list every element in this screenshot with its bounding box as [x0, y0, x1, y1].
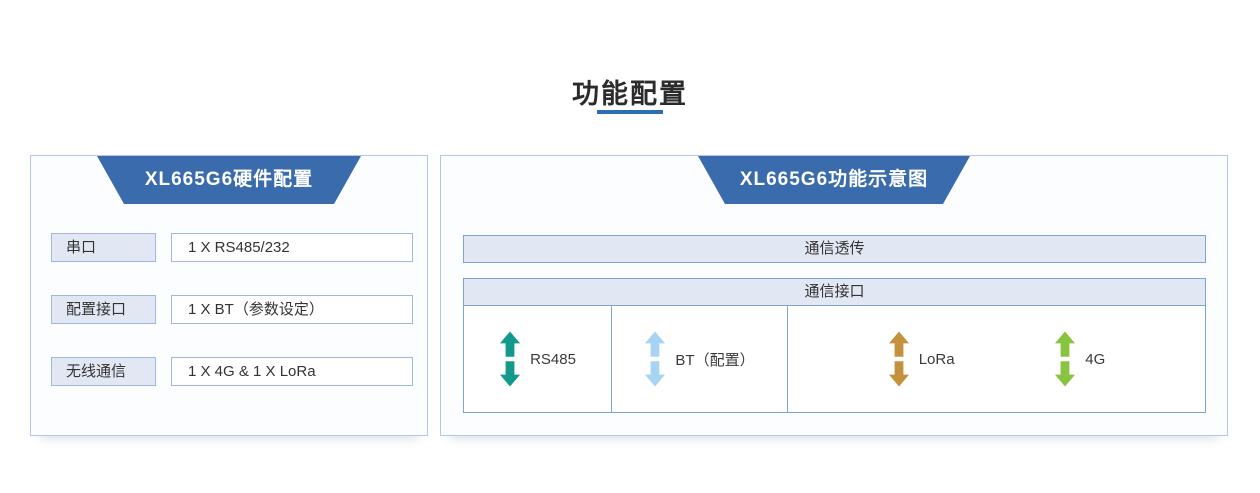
row-label-serial-port: 串口	[51, 233, 156, 262]
interface-label-rs485: RS485	[530, 350, 576, 368]
interface-section-title: 通信接口	[464, 279, 1205, 306]
interface-cell-rs485: RS485	[464, 306, 612, 412]
double-vertical-arrow-icon	[645, 331, 666, 387]
down-arrow-icon	[888, 361, 909, 387]
down-arrow-icon	[645, 361, 666, 387]
interface-columns: RS485 BT（配置） LoRa	[464, 306, 1205, 412]
interface-cell-bt: BT（配置）	[612, 306, 788, 412]
row-value-serial-port: 1 X RS485/232	[171, 233, 413, 262]
double-vertical-arrow-icon	[499, 331, 521, 387]
row-label-config-interface: 配置接口	[51, 295, 156, 324]
hardware-config-panel: XL665G6硬件配置 串口 1 X RS485/232 配置接口 1 X BT…	[30, 155, 428, 436]
up-arrow-icon	[499, 331, 521, 357]
down-arrow-icon	[1055, 361, 1076, 387]
list-item: 4G	[1054, 331, 1105, 387]
row-value-config-interface: 1 X BT（参数设定）	[171, 295, 413, 324]
up-arrow-icon	[888, 331, 909, 357]
interface-label-bt: BT（配置）	[675, 351, 755, 369]
interface-cell-wireless: LoRa 4G	[788, 306, 1205, 412]
list-item: LoRa	[888, 331, 955, 387]
list-item: RS485	[499, 331, 576, 387]
row-label-wireless: 无线通信	[51, 357, 156, 386]
table-row: 配置接口 1 X BT（参数设定）	[51, 295, 427, 324]
title-underline	[597, 110, 663, 114]
row-value-wireless: 1 X 4G & 1 X LoRa	[171, 357, 413, 386]
hardware-panel-header: XL665G6硬件配置	[97, 156, 361, 204]
table-row: 串口 1 X RS485/232	[51, 233, 427, 262]
interface-label-4g: 4G	[1085, 350, 1106, 368]
double-vertical-arrow-icon	[1055, 331, 1076, 387]
function-diagram-panel: XL665G6功能示意图 通信透传 通信接口 RS485	[440, 155, 1228, 436]
interface-section: 通信接口 RS485 BT（配置）	[463, 278, 1206, 413]
table-row: 无线通信 1 X 4G & 1 X LoRa	[51, 357, 427, 386]
down-arrow-icon	[499, 361, 521, 387]
passthrough-bar: 通信透传	[463, 235, 1206, 263]
function-panel-header: XL665G6功能示意图	[698, 156, 970, 204]
up-arrow-icon	[1055, 331, 1076, 357]
interface-label-lora: LoRa	[918, 350, 955, 368]
double-vertical-arrow-icon	[888, 331, 909, 387]
up-arrow-icon	[645, 331, 666, 357]
page-title: 功能配置	[572, 79, 688, 109]
list-item: BT（配置）	[644, 331, 755, 387]
hardware-rows: 串口 1 X RS485/232 配置接口 1 X BT（参数设定） 无线通信 …	[31, 204, 427, 386]
